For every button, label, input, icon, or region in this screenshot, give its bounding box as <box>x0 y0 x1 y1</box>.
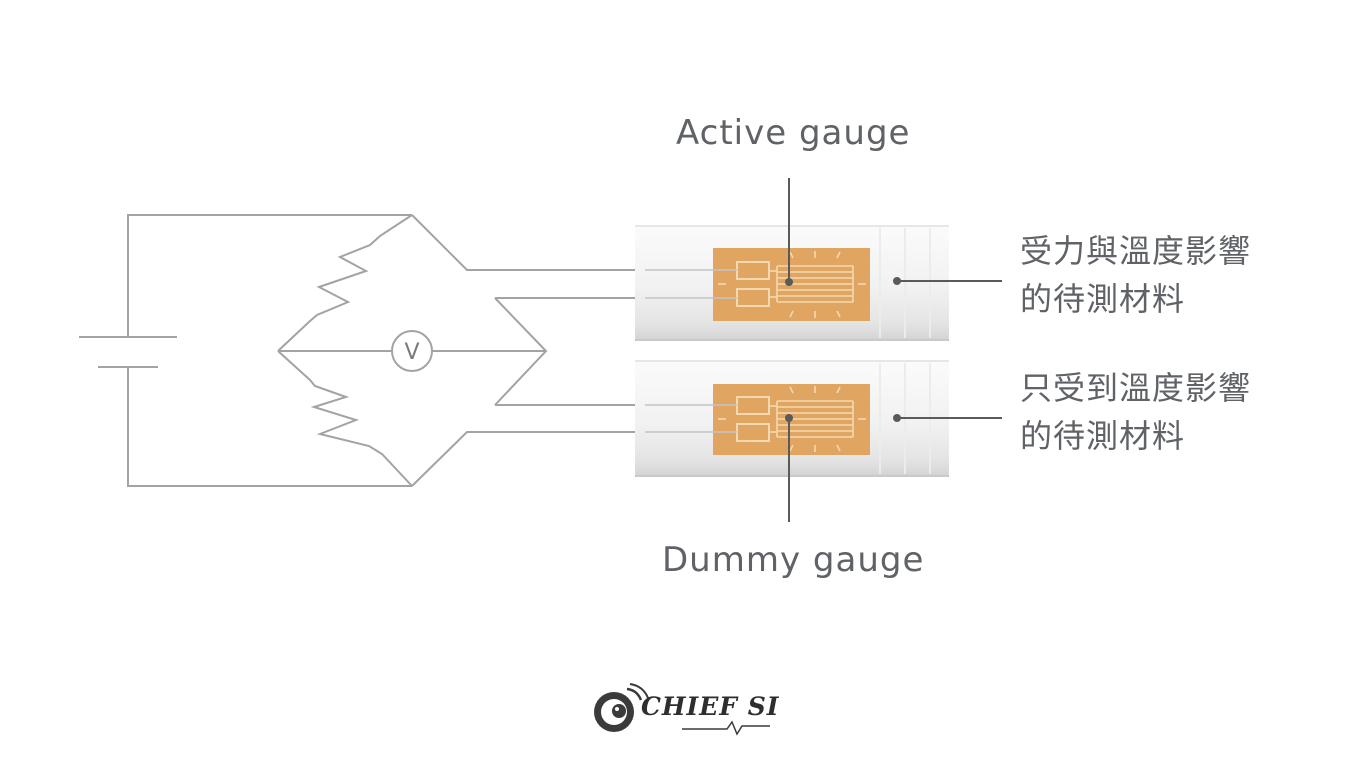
dummy-gauge-pointer <box>785 414 793 522</box>
voltmeter: V <box>391 330 433 372</box>
active-material-line1: 受力與溫度影響 <box>1020 232 1252 270</box>
logo-eye-icon <box>594 683 649 732</box>
dummy-material-line1: 只受到溫度影響 <box>1020 369 1252 407</box>
active-gauge-pad <box>713 248 870 321</box>
active-material-line2: 的待測材料 <box>1020 280 1186 318</box>
power-supply-loop <box>127 214 412 487</box>
active-material-pointer <box>893 277 1002 285</box>
voltmeter-label: V <box>404 340 419 365</box>
dummy-gauge-label: Dummy gauge <box>662 540 925 580</box>
dummy-material-line2: 的待測材料 <box>1020 417 1186 455</box>
active-gauge-pointer <box>785 178 793 286</box>
dummy-material-label: 只受到溫度影響 的待測材料 <box>1020 364 1251 460</box>
gauge-leads <box>645 269 737 433</box>
active-gauge-label: Active gauge <box>676 113 911 153</box>
logo-underline <box>682 720 770 736</box>
battery-symbol <box>79 336 177 368</box>
active-material-label: 受力與溫度影響 的待測材料 <box>1020 227 1251 323</box>
logo-wordmark: CHIEF SI <box>641 692 780 721</box>
dummy-material-pointer <box>893 414 1002 422</box>
